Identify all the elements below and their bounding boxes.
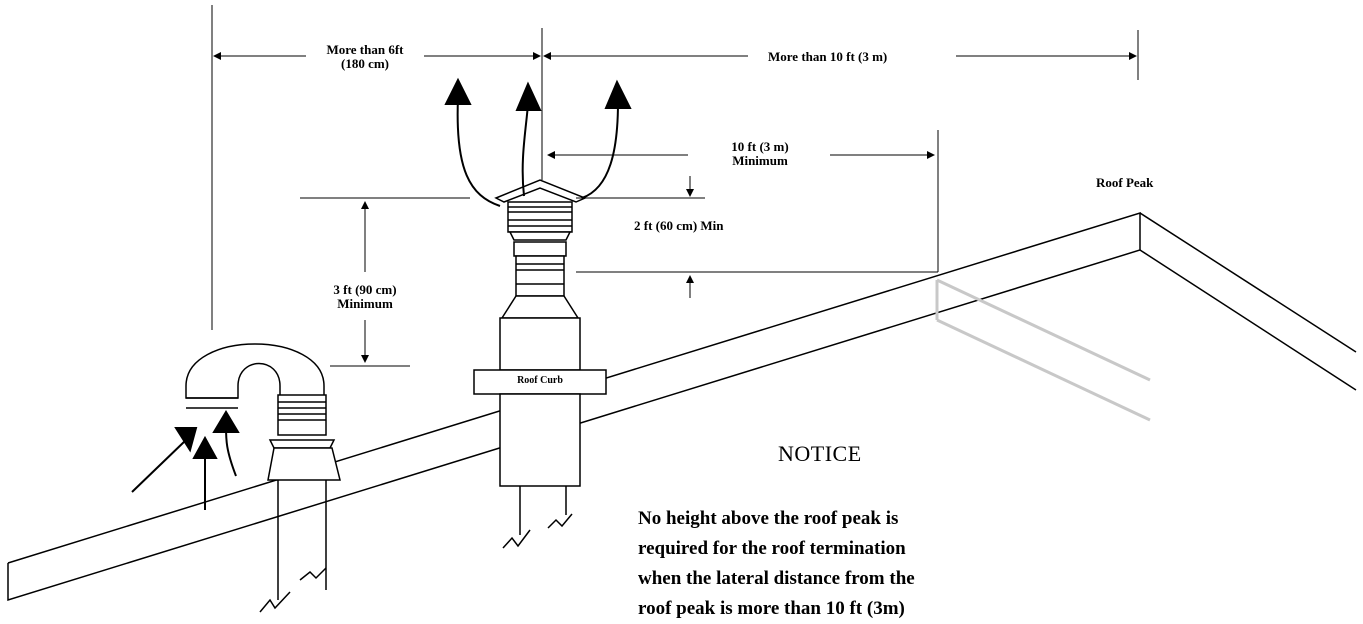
notice-line-4: roof peak is more than 10 ft (3m) bbox=[638, 598, 905, 619]
dim-3ft-line2: Minimum bbox=[337, 296, 393, 312]
dim-3ft-label: 3 ft (90 cm) Minimum bbox=[305, 282, 425, 312]
dim-10ft-min-line2: Minimum bbox=[732, 153, 788, 169]
exhaust-arrows bbox=[444, 77, 632, 207]
notice-line-1: No height above the roof peak is bbox=[638, 508, 899, 529]
notice-text: No height above the roof peak is require… bbox=[638, 504, 998, 624]
hidden-roof-edges bbox=[935, 278, 1151, 422]
dim-6ft-line1: More than 6ft bbox=[326, 42, 404, 57]
notice-line-2: required for the roof termination bbox=[638, 538, 906, 559]
roof-back-slope-top bbox=[1139, 212, 1357, 353]
roof-back-slope-bottom bbox=[1139, 249, 1357, 391]
roof-curb-label: Roof Curb bbox=[517, 375, 563, 386]
gooseneck-airflow-arrows bbox=[131, 410, 240, 510]
roof bbox=[7, 211, 1357, 602]
notice-line-3: when the lateral distance from the bbox=[638, 568, 915, 589]
dim-10ft-peak-label: More than 10 ft (3 m) bbox=[768, 49, 888, 64]
dim-10ft-min-label: 10 ft (3 m) Minimum bbox=[700, 139, 820, 169]
notice-title: NOTICE bbox=[778, 441, 862, 466]
roof-peak-label: Roof Peak bbox=[1096, 175, 1154, 190]
dim-3ft-line1: 3 ft (90 cm) bbox=[333, 282, 397, 297]
cap-roof bbox=[494, 179, 587, 203]
dim-10ft-min-line1: 10 ft (3 m) bbox=[731, 139, 789, 154]
dim-6ft-label: More than 6ft (180 cm) bbox=[306, 42, 424, 72]
chimney-termination bbox=[473, 179, 607, 549]
gooseneck-vent bbox=[185, 343, 341, 613]
dimension-lines bbox=[211, 5, 1139, 367]
dim-2ft-label: 2 ft (60 cm) Min bbox=[634, 218, 724, 233]
dim-6ft-line2: (180 cm) bbox=[340, 56, 389, 72]
